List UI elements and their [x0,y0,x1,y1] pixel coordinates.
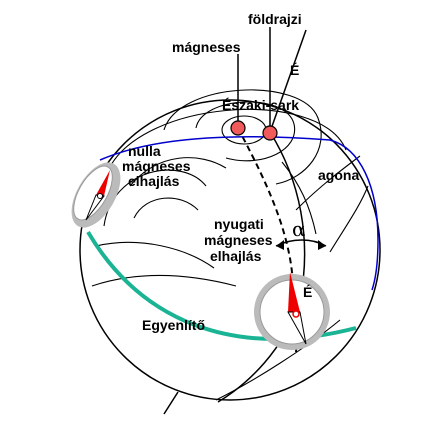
isogonic-line-9 [129,157,227,187]
arc-arrow-right [318,240,326,250]
label-north-compass: É [303,284,312,300]
isogonic-lines [91,89,369,401]
label-eszaki-sark: Északi-sark [222,97,299,113]
label-alpha: α [292,217,306,241]
compass-left-pivot [97,193,103,199]
label-nulla: nulla [128,143,161,159]
label-north-top: É [290,62,299,78]
magnetic-pole-marker [230,120,246,136]
label-nyugati: nyugati [214,216,264,232]
label-magneses-top: mágneses [172,39,241,55]
isogonic-line-7 [95,241,215,269]
geographic-pole-marker [262,125,278,141]
label-egyenlito: Egyenlítő [142,317,205,333]
isogonic-line-8 [91,274,237,287]
meridian-bottom-tail [163,391,179,415]
globe-outline [79,99,381,401]
label-magneses-left: mágneses [122,158,191,174]
compass-left-needle-north [96,170,110,196]
arc-arrow-left [276,240,284,250]
isogonic-line-12 [281,161,317,235]
label-magneses-mid: mágneses [204,232,273,248]
compass-right-needle-north [288,272,300,312]
agonic-line [99,135,379,291]
label-foldrajzi: földrajzi [248,11,302,27]
isogonic-line-4 [105,108,347,177]
meridian-above-globe [269,29,307,133]
isogonic-line-10 [329,185,369,253]
compass-right-pivot [292,310,300,318]
label-agona: agona [318,167,359,183]
compass-left-face [73,165,113,221]
isogonic-line-6 [133,197,199,219]
compass-right [254,272,330,350]
magnetic-meridian [237,127,298,353]
isogonic-line-11 [295,155,361,211]
label-elhajlas-left: elhajlás [128,173,180,189]
isogonic-line-13 [215,319,341,401]
isogonic-ring-3 [163,89,322,185]
compass-left [71,162,121,228]
isogonic-ring-2 [195,101,296,162]
label-elhajlas-mid: elhajlás [210,248,262,264]
